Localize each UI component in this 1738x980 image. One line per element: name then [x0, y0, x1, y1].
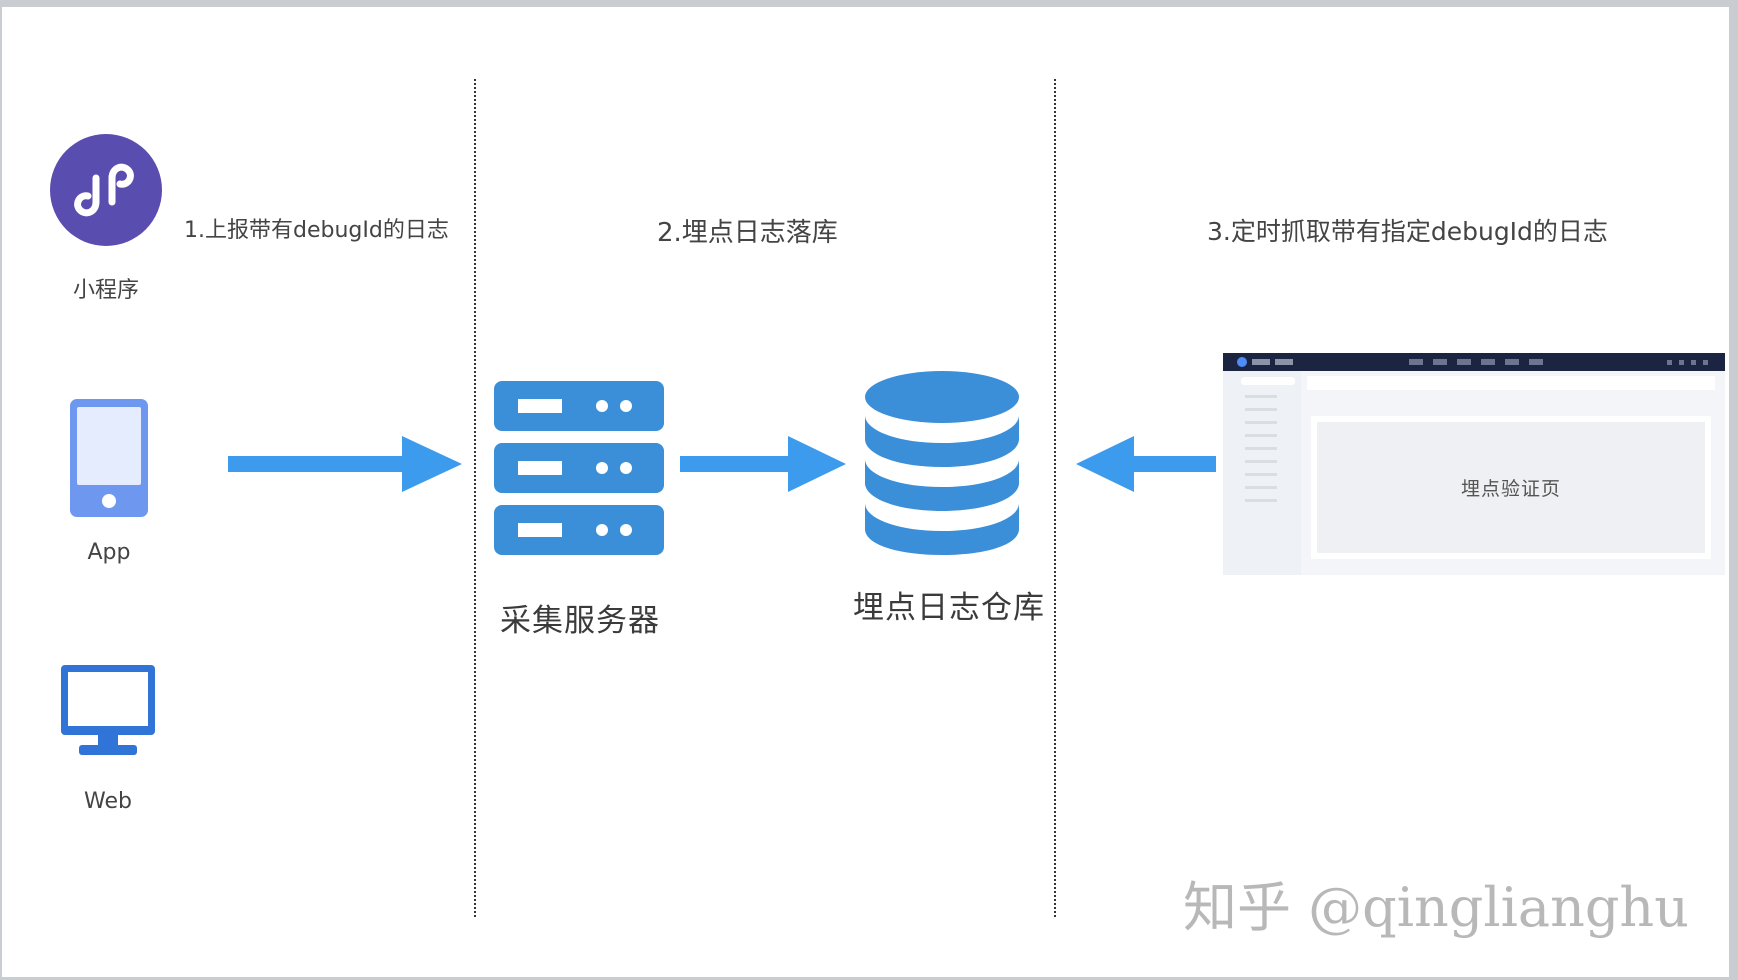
mock-header-bar	[1223, 353, 1725, 371]
web-label: Web	[84, 789, 132, 814]
server-icon	[494, 381, 664, 555]
monitor-icon	[61, 665, 155, 755]
watermark: 知乎 @qinglianghu	[1183, 876, 1689, 939]
step-3-label: 3.定时抓取带有指定debugId的日志	[1207, 217, 1608, 246]
app-label: App	[87, 540, 131, 565]
arrow-from-verify-page	[1076, 436, 1216, 492]
collector-label: 采集服务器	[500, 603, 660, 639]
divider-left	[474, 79, 476, 917]
verify-page-screenshot: 埋点验证页	[1223, 353, 1725, 575]
miniprogram-label: 小程序	[72, 278, 139, 303]
step-2-label: 2.埋点日志落库	[657, 218, 838, 248]
diagram-canvas: 1.上报带有debugId的日志 2.埋点日志落库 3.定时抓取带有指定debu…	[2, 7, 1729, 977]
warehouse-label: 埋点日志仓库	[853, 590, 1045, 626]
database-icon	[865, 371, 1019, 555]
divider-right	[1054, 79, 1056, 917]
mock-breadcrumb-bar	[1307, 376, 1715, 390]
mock-sidebar	[1223, 371, 1301, 575]
mock-content-panel: 埋点验证页	[1311, 416, 1711, 559]
phone-icon	[70, 399, 148, 517]
arrow-to-collector	[228, 436, 462, 492]
arrow-to-warehouse	[680, 436, 846, 492]
verify-page-label: 埋点验证页	[1460, 478, 1561, 500]
miniprogram-icon	[50, 134, 162, 246]
step-1-label: 1.上报带有debugId的日志	[184, 218, 449, 243]
